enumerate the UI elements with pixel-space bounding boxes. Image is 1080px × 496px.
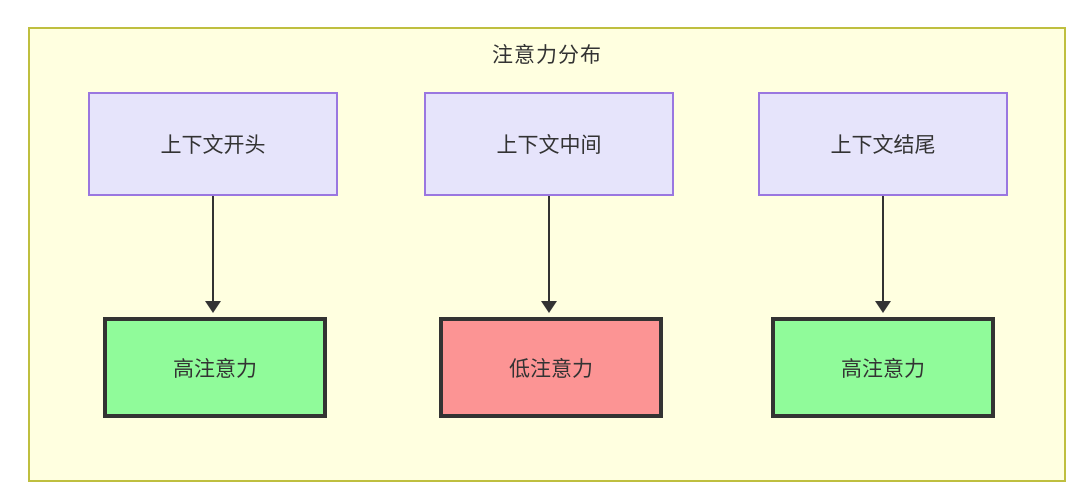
node-context-start[interactable]: 上下文开头 <box>88 92 338 196</box>
node-attention-end[interactable]: 高注意力 <box>771 317 995 418</box>
subgraph-title: 注意力分布 <box>492 44 602 67</box>
node-context-end[interactable]: 上下文结尾 <box>758 92 1008 196</box>
node-attention-middle[interactable]: 低注意力 <box>439 317 663 418</box>
node-attention-start[interactable]: 高注意力 <box>103 317 327 418</box>
arrowhead-icon-middle <box>541 301 557 313</box>
arrowhead-icon-end <box>875 301 891 313</box>
edge-middle-to-low <box>548 196 550 301</box>
edge-start-to-high <box>212 196 214 301</box>
node-context-middle[interactable]: 上下文中间 <box>424 92 674 196</box>
arrowhead-icon-start <box>205 301 221 313</box>
edge-end-to-high <box>882 196 884 301</box>
